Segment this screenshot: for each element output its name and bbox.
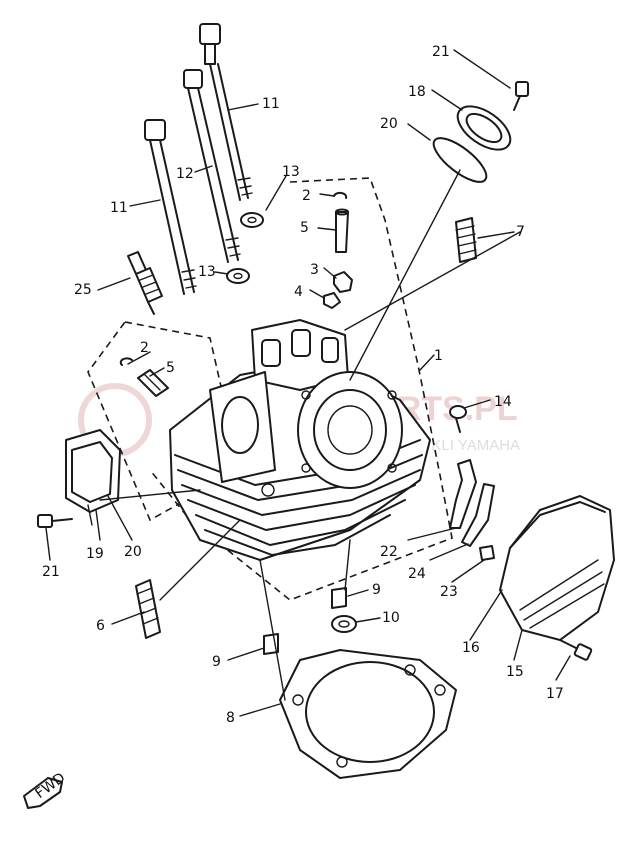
callout-4: 4 [294,284,303,300]
callout-5-left: 5 [166,360,175,376]
callout-19: 19 [86,546,104,562]
circlip-2-upper [333,191,348,199]
cylinder-head-1 [169,319,431,561]
callout-22: 22 [380,544,398,560]
spark-plug-25 [127,251,163,315]
nut-3 [333,271,353,293]
bolt-23 [479,545,495,561]
tappet-cover-18 [456,105,512,151]
callout-12: 12 [176,166,194,182]
callout-11-right: 11 [262,96,280,112]
callout-5-upper: 5 [300,220,309,236]
callout-24: 24 [408,566,426,582]
valve-guide-5-left [137,369,169,397]
callout-10: 10 [382,610,400,626]
callout-20-left: 20 [124,544,142,560]
callout-8: 8 [226,710,235,726]
callout-2-left: 2 [140,340,149,356]
washer-13-upper [240,212,264,228]
bolt-14 [449,405,467,433]
callout-3: 3 [310,262,319,278]
dowel-pin-9-upper [331,587,347,609]
bolt-21-top [513,81,529,111]
stud-bolt-12 [183,69,241,263]
callout-9-lower: 9 [212,654,221,670]
callout-20-top: 20 [380,116,398,132]
callout-9-upper: 9 [372,582,381,598]
cylinder-head-gasket-8 [279,649,457,779]
bolt-17 [559,639,593,661]
side-cover-19 [65,429,121,526]
o-ring-20-top [432,137,488,183]
stud-bolt-11-left [144,119,197,295]
callout-6: 6 [96,618,105,634]
bolt-21-left [37,514,73,528]
callout-21-top: 21 [432,44,450,60]
tappet-cap-6 [135,579,161,639]
side-cover-16 [499,495,615,641]
ring-4 [323,292,341,309]
callout-23: 23 [440,584,458,600]
callout-14: 14 [494,394,512,410]
valve-guide-5-upper [335,208,349,253]
seal-10 [331,615,357,633]
callout-17: 17 [546,686,564,702]
fwd-arrow-icon: FWD [23,770,68,809]
callout-11-left: 11 [110,200,128,216]
callout-13-upper: 13 [282,164,300,180]
leader-lines [45,49,571,717]
assembly-outline-head [149,177,453,601]
bracket-22 [449,459,477,529]
tappet-cap-7 [455,217,477,263]
stud-bolt-11-right [199,23,253,201]
callout-15: 15 [506,664,524,680]
callout-1: 1 [434,348,443,364]
callout-2-upper: 2 [302,188,311,204]
bracket-24 [461,483,495,547]
callout-21-left: 21 [42,564,60,580]
callout-13-lower: 13 [198,264,216,280]
callout-16: 16 [462,640,480,656]
callout-25: 25 [74,282,92,298]
circlip-2-left [119,357,133,366]
washer-13-lower [226,268,250,284]
callout-18: 18 [408,84,426,100]
callout-labels: 21 18 20 11 12 11 13 2 5 3 4 7 13 25 2 5… [42,44,564,726]
callout-7: 7 [516,224,525,240]
assembly-outline-left [87,321,241,522]
